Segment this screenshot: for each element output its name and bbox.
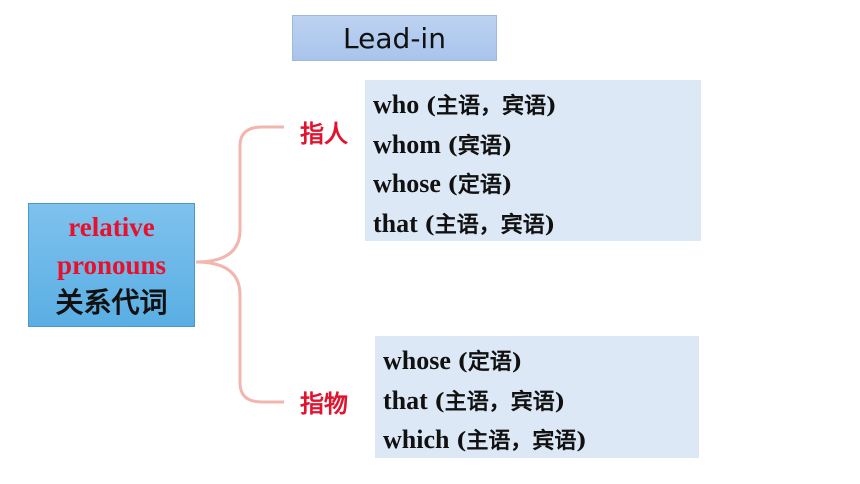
root-node-relative-pronouns: relative pronouns 关系代词	[28, 203, 195, 327]
person-pronoun-box: who (主语，宾语) whom (宾语) whose (定语) that (主…	[365, 80, 701, 241]
list-item: that (主语，宾语)	[373, 208, 556, 238]
list-item: which (主语，宾语)	[383, 425, 587, 454]
list-item: who (主语，宾语)	[373, 90, 557, 119]
branch-label-thing: 指物	[300, 390, 348, 418]
root-en-line2: pronouns	[56, 250, 167, 280]
branch-label-person: 指人	[300, 120, 348, 148]
list-item: whose (定语)	[383, 346, 523, 375]
root-en-line1: relative	[68, 212, 155, 242]
list-item: whose (定语)	[373, 169, 513, 198]
list-item: whom (宾语)	[373, 129, 513, 159]
list-item: that (主语，宾语)	[383, 385, 566, 415]
root-zh: 关系代词	[55, 286, 168, 319]
thing-pronoun-box: whose (定语) that (主语，宾语) which (主语，宾语)	[375, 336, 699, 458]
lead-in-title: Lead-in	[292, 15, 497, 61]
